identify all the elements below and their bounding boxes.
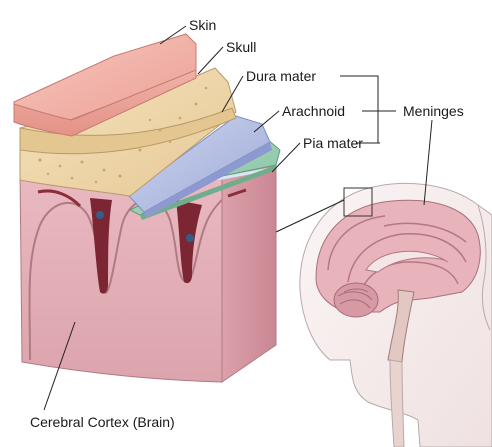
skin-label: Skin xyxy=(189,17,216,33)
artery-dot-1 xyxy=(96,211,104,219)
meninges-label: Meninges xyxy=(403,103,464,119)
meninges-bracket xyxy=(340,76,396,143)
head-profile xyxy=(300,183,492,447)
dura-mater-label: Dura mater xyxy=(246,68,316,84)
artery-dot-2 xyxy=(186,234,194,242)
arachnoid-leader xyxy=(254,111,279,132)
arachnoid-label: Arachnoid xyxy=(282,103,345,119)
cortex-side-face xyxy=(222,165,276,382)
spinal-cord xyxy=(390,360,404,447)
cerebral-cortex-label: Cerebral Cortex (Brain) xyxy=(30,414,175,430)
pia-mater-label: Pia mater xyxy=(303,135,363,151)
skull-label: Skull xyxy=(226,39,256,55)
cerebellum xyxy=(334,283,378,317)
